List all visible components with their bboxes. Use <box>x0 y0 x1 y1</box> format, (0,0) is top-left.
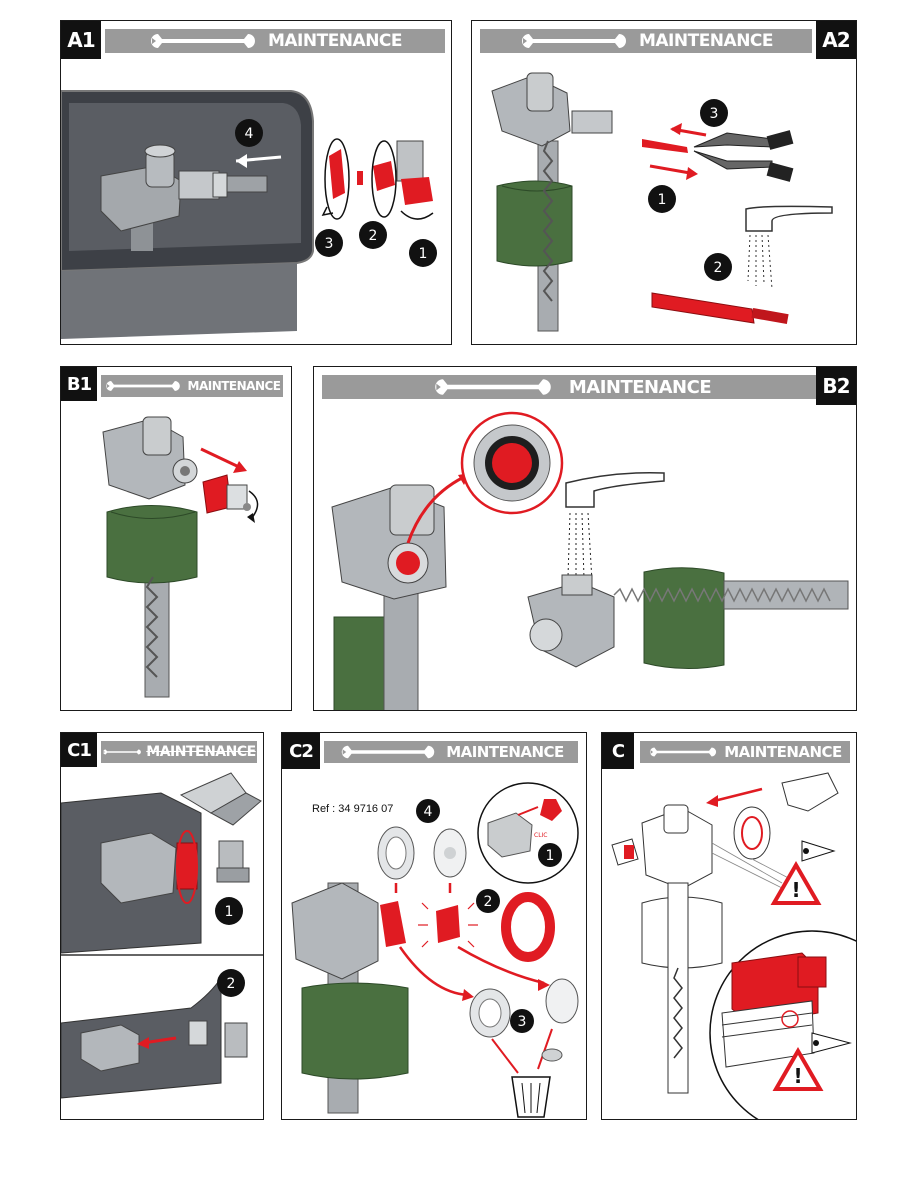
maintenance-header: MAINTENANCE <box>324 741 578 763</box>
maintenance-header: MAINTENANCE <box>640 741 850 763</box>
maintenance-header: MAINTENANCE <box>105 29 445 53</box>
reference-number: Ref : 34 9716 07 <box>312 803 394 815</box>
maintenance-header: MAINTENANCE <box>101 375 283 397</box>
step-2: 2 <box>714 260 723 276</box>
wrench-icon <box>435 379 551 395</box>
maintenance-header: MAINTENANCE <box>322 375 816 399</box>
maintenance-label: MAINTENANCE <box>187 379 282 393</box>
step-3: 3 <box>710 106 719 122</box>
maintenance-label: MAINTENANCE <box>146 744 256 760</box>
maintenance-label: MAINTENANCE <box>724 743 842 761</box>
illustration-c2: 4 CLIC 1 2 3 <box>291 782 579 1118</box>
panel-b1: B1 MAINTENANCE <box>60 366 292 711</box>
step-2: 2 <box>484 894 493 910</box>
panel-c2: C2 MAINTENANCE Ref : 34 9716 07 4 CLIC 1… <box>281 732 587 1120</box>
illustration-c1: 1 2 <box>61 772 263 1099</box>
panel-tag: C <box>602 733 634 769</box>
illustration-c: ! ! <box>611 772 856 1119</box>
maintenance-label: MAINTENANCE <box>568 376 712 398</box>
illustration-b2 <box>331 411 849 710</box>
maintenance-header: MAINTENANCE <box>101 741 257 763</box>
svg-text:!: ! <box>791 878 800 902</box>
panel-c1: C1 MAINTENANCE 1 2 <box>60 732 264 1120</box>
panel-c: C MAINTENANCE ! ! <box>601 732 857 1120</box>
panel-a2: A2 MAINTENANCE 3 1 2 <box>471 20 857 345</box>
maintenance-label: MAINTENANCE <box>638 31 774 51</box>
illustration-a1: 4 3 2 1 <box>61 90 437 339</box>
panel-tag: C1 <box>61 733 97 767</box>
step-2: 2 <box>227 976 236 992</box>
wrench-icon <box>521 34 626 48</box>
illustration-a2: 3 1 2 <box>491 72 833 332</box>
panel-b2: B2 MAINTENANCE <box>313 366 857 711</box>
wrench-icon <box>341 745 435 759</box>
panel-tag: A2 <box>816 21 856 59</box>
wrench-icon <box>103 749 142 755</box>
panel-tag: B2 <box>816 367 856 405</box>
panel-tag: C2 <box>282 733 320 769</box>
step-1: 1 <box>658 192 667 208</box>
step-3: 3 <box>518 1014 527 1030</box>
panel-tag: B1 <box>61 367 97 401</box>
panel-tag: A1 <box>61 21 101 59</box>
svg-text:!: ! <box>793 1064 802 1088</box>
step-2: 2 <box>369 228 378 244</box>
wrench-icon <box>105 381 180 391</box>
step-1: 1 <box>419 246 428 262</box>
step-3: 3 <box>325 236 334 252</box>
wrench-icon <box>150 34 255 48</box>
clic-label: CLIC <box>534 832 548 839</box>
step-4: 4 <box>424 804 433 820</box>
maintenance-label: MAINTENANCE <box>267 31 403 51</box>
step-1: 1 <box>546 848 555 864</box>
wrench-icon <box>650 747 717 757</box>
step-4: 4 <box>245 126 254 142</box>
illustration-b1 <box>102 416 259 698</box>
panel-a1: A1 MAINTENANCE 4 3 2 1 <box>60 20 452 345</box>
maintenance-header: MAINTENANCE <box>480 29 812 53</box>
maintenance-label: MAINTENANCE <box>446 743 564 761</box>
step-1: 1 <box>225 904 234 920</box>
